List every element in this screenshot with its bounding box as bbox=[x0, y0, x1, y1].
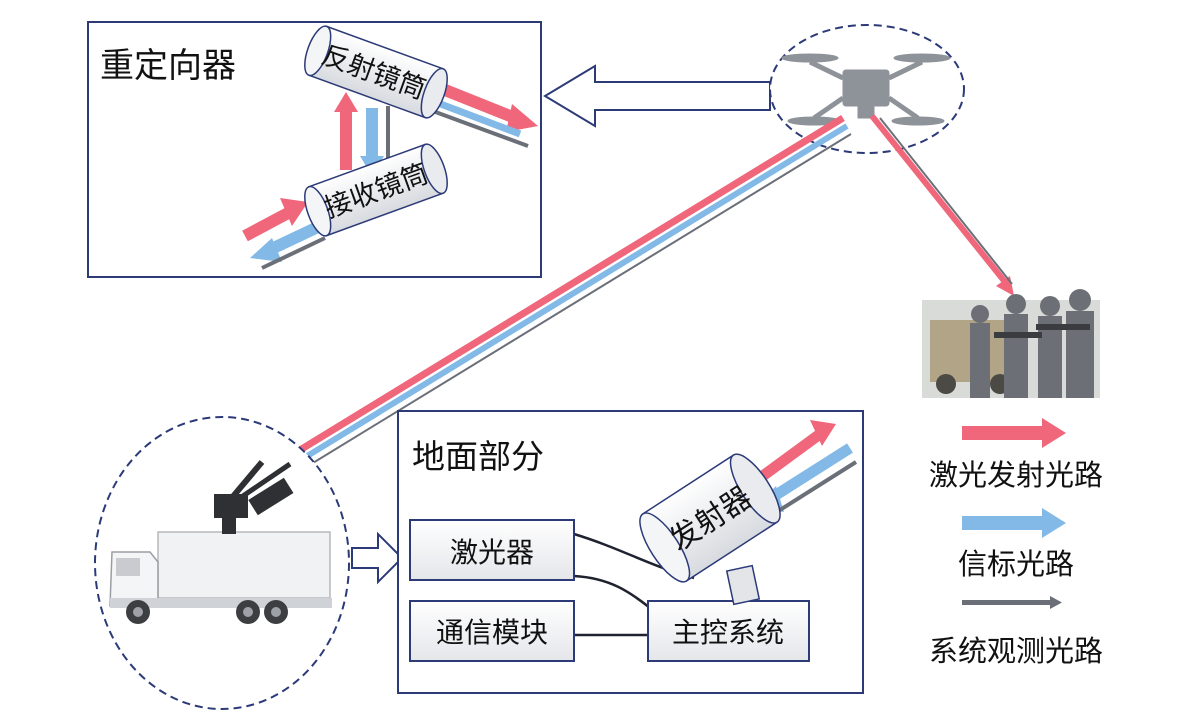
truck-icon bbox=[109, 531, 332, 624]
redirector-title: 重定向器 bbox=[100, 46, 236, 86]
control-label: 主控系统 bbox=[672, 616, 784, 649]
legend-laser-label: 激光发射光路 bbox=[929, 458, 1103, 492]
legend-observe-label: 系统观测光路 bbox=[929, 634, 1103, 668]
legend-observe: 系统观测光路 bbox=[929, 596, 1103, 668]
drone-icon bbox=[781, 53, 951, 126]
target-beams bbox=[869, 114, 1014, 296]
turret-icon bbox=[214, 460, 294, 534]
truck-to-ground-arrow bbox=[351, 531, 404, 585]
emitter-tube: 发射器 bbox=[639, 453, 781, 583]
soldiers-image bbox=[922, 289, 1100, 398]
legend-beacon-label: 信标光路 bbox=[958, 547, 1074, 581]
legend-laser: 激光发射光路 bbox=[929, 418, 1103, 492]
control-box: 主控系统 bbox=[647, 600, 810, 662]
laser-label: 激光器 bbox=[450, 536, 534, 569]
receiver-beams bbox=[242, 198, 326, 270]
comm-label: 通信模块 bbox=[436, 616, 548, 649]
laser-box: 激光器 bbox=[409, 519, 575, 581]
emitter-stand bbox=[725, 564, 761, 606]
legend: 激光发射光路 信标光路 系统观测光路 bbox=[929, 418, 1103, 668]
legend-beacon: 信标光路 bbox=[958, 508, 1074, 581]
drone-to-redirector-arrow bbox=[543, 64, 771, 128]
comm-box: 通信模块 bbox=[409, 600, 575, 662]
ground-title: 地面部分 bbox=[412, 437, 544, 476]
